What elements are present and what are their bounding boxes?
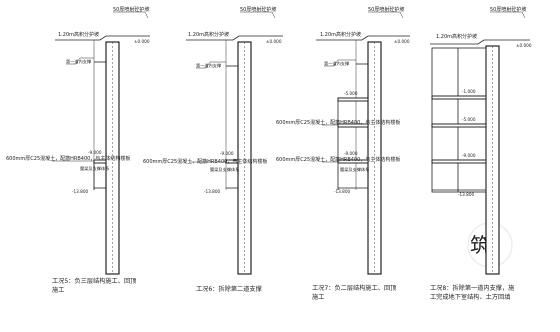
stage-caption-4-line1: 工况8：拆除第一道内支撑，施 xyxy=(430,284,514,292)
support-note-2: 腰梁及支撑体系 xyxy=(210,166,239,173)
stage-panel-3: 50厚喷射砼护坡 1.20m高积分护坡 ±0.000 第一道内支撑 -5.000… xyxy=(276,6,410,301)
top-note-3: 50厚喷射砼护坡 xyxy=(368,6,404,13)
elevation-4-1: -5.000 xyxy=(462,117,476,122)
elevation-2-0: -9.000 xyxy=(220,151,234,156)
stage-caption-1-line2: 施工 xyxy=(52,286,64,294)
elevation-4-0: -1.000 xyxy=(462,89,476,94)
basement-structure-4 xyxy=(431,47,487,193)
floor-slab-4a xyxy=(431,95,487,100)
floor-slab-3a xyxy=(337,97,369,102)
elev-bottom-2: -13.800 xyxy=(204,189,220,194)
floor-slab-4b xyxy=(431,123,487,128)
elev-top-1: ±0.000 xyxy=(134,39,150,44)
elev-bottom-3: -13.800 xyxy=(334,189,350,194)
slope-note-3: 1.20m高积分护坡 xyxy=(320,31,361,38)
slope-note-4: 1.20m高积分护坡 xyxy=(436,33,477,40)
top-note-1: 50厚喷射砼护坡 xyxy=(113,6,149,13)
watermark-logo: 筑 xyxy=(470,233,490,257)
floor-slab-2 xyxy=(225,159,239,164)
slab-label-1: 600mm厚C25混凝土，配筋HRB400，与主体结构楼板 xyxy=(6,155,130,162)
elevation-1-0: -9.000 xyxy=(88,150,102,155)
stage-panel-4: 50厚喷射砼护坡 1.20m高积分护坡 ±0.000 -1.000 -5.000… xyxy=(430,6,532,301)
first-support-label-3: 第一道内支撑 xyxy=(324,60,350,67)
stage-caption-3-line1: 工况7：负二层结构施工、回顶 xyxy=(312,284,396,292)
top-note-2: 50厚喷射砼护坡 xyxy=(240,6,276,13)
elevation-4-2: -9.000 xyxy=(462,153,476,158)
slab-label-2: 600mm厚C25混凝土，配筋HRB400，与主体结构楼板 xyxy=(143,158,267,165)
elevation-3-0: -5.000 xyxy=(344,91,358,96)
support-note-3: 腰梁及支撑体系 xyxy=(340,166,369,173)
elev-top-2: ±0.000 xyxy=(266,39,282,44)
stage-panel-1: 50厚喷射砼护坡 1.20m高积分护坡 ±0.000 第一道内支撑 600mm厚… xyxy=(6,6,150,294)
elev-bottom-4: -13.800 xyxy=(458,192,474,197)
stage-caption-4-line2: 工完成地下室结构、土方回填 xyxy=(430,293,510,301)
elev-bottom-1: -13.800 xyxy=(72,189,88,194)
stage-panel-2: 50厚喷射砼护坡 1.20m高积分护坡 ±0.000 第一道内支撑 600mm厚… xyxy=(143,6,283,293)
slope-note-1: 1.20m高积分护坡 xyxy=(58,31,99,38)
support-note-1: 腰梁及支撑体系 xyxy=(80,165,109,172)
elev-top-4: ±0.000 xyxy=(516,43,532,48)
stage-caption-2-line1: 工况6：拆除第二道支撑 xyxy=(196,285,262,293)
first-support-label-2: 第一道内支撑 xyxy=(196,62,222,69)
elevation-3-1: -9.000 xyxy=(344,151,358,156)
stage-caption-1-line1: 工况5：负三层结构施工、回顶 xyxy=(52,277,136,285)
stage-caption-3-line2: 施工 xyxy=(312,293,324,301)
slope-note-2: 1.20m高积分护坡 xyxy=(188,31,229,38)
floor-slab-4c xyxy=(431,159,487,164)
first-support-label-1: 第一道内支撑 xyxy=(66,58,92,65)
elev-top-3: ±0.000 xyxy=(394,39,410,44)
top-note-4: 50厚喷射砼护坡 xyxy=(490,6,526,13)
